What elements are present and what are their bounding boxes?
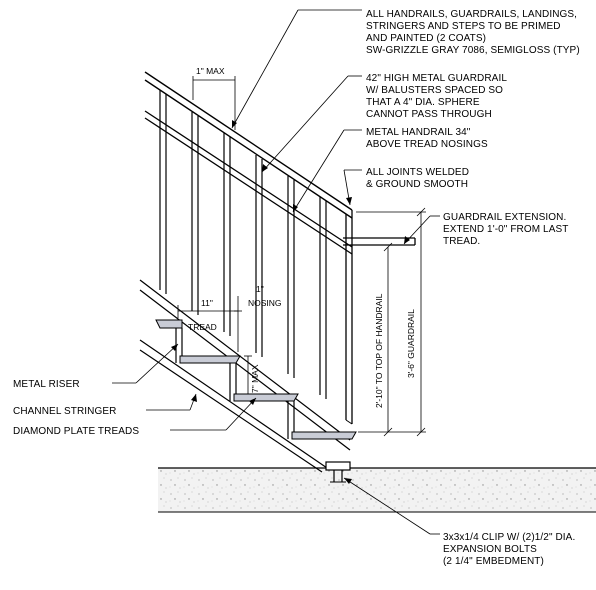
clip-note: 3x3x1/4 CLIP W/ (2)1/2" DIA. EXPANSION B… xyxy=(443,532,578,567)
finish-note: ALL HANDRAILS, GUARDRAILS, LANDINGS, STR… xyxy=(366,9,580,56)
guardrail-note: 42" HIGH METAL GUARDRAIL W/ BALUSTERS SP… xyxy=(366,73,510,120)
leader-lines xyxy=(112,9,440,535)
balusters xyxy=(159,90,353,425)
dimension-lines xyxy=(177,76,426,437)
handrail-note: METAL HANDRAIL 34" ABOVE TREAD NOSINGS xyxy=(366,127,488,150)
concrete-slab xyxy=(158,467,596,513)
guardrail-height-label: 3'-6" GUARDRAIL xyxy=(406,309,416,378)
stringer-note: CHANNEL STRINGER xyxy=(13,406,116,417)
riser-max-label: 7" MAX xyxy=(250,364,260,393)
joints-note: ALL JOINTS WELDED & GROUND SMOOTH xyxy=(366,167,472,190)
base-clip xyxy=(325,461,351,483)
handrail-height-label: 2'-10" TO TOP OF HANDRAIL xyxy=(374,293,384,408)
nosing-dimension: 1" xyxy=(256,284,264,294)
tread-dimension: 11" xyxy=(201,298,213,308)
tread-label: TREAD xyxy=(188,322,217,332)
treads-note: DIAMOND PLATE TREADS xyxy=(13,426,139,437)
stair-treads xyxy=(155,319,357,440)
riser-note: METAL RISER xyxy=(13,379,80,390)
stair-stringer xyxy=(139,279,351,473)
extension-note: GUARDRAIL EXTENSION. EXTEND 1'-0" FROM L… xyxy=(443,212,571,247)
max-gap-label: 1" MAX xyxy=(196,66,225,76)
guardrail-and-handrail xyxy=(144,71,416,255)
nosing-label: NOSING xyxy=(248,298,282,308)
